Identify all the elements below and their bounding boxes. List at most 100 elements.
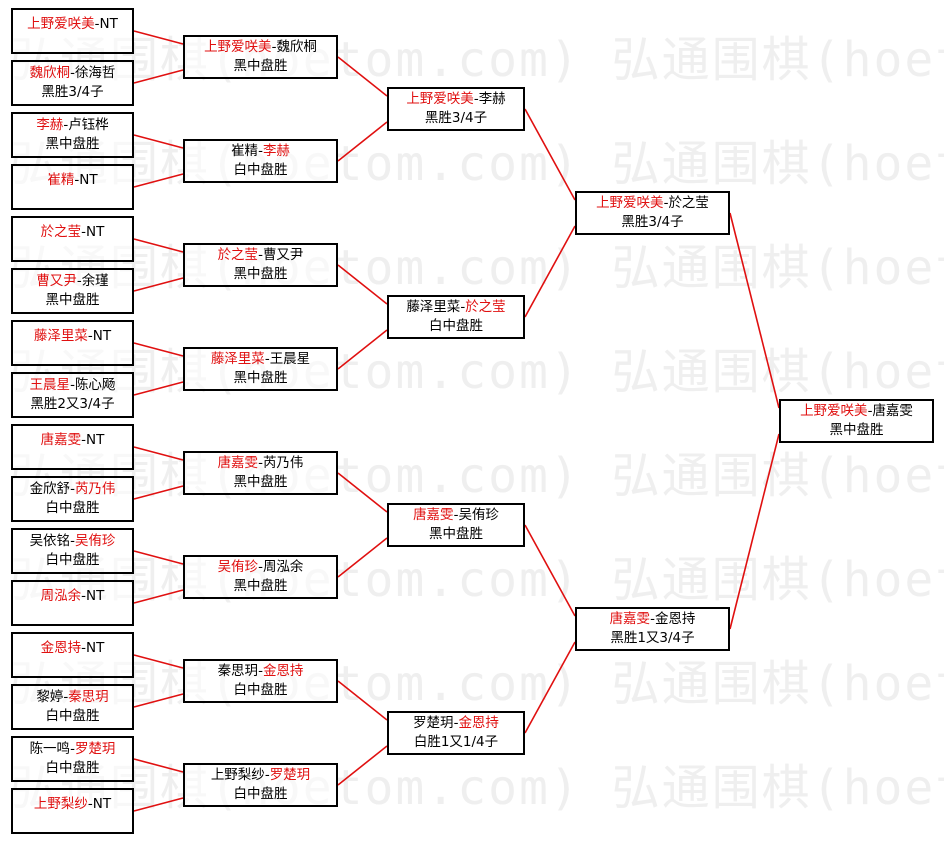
entry-box: 王晨星-陈心飏黑胜2又3/4子 [11,372,134,418]
connector-line [337,56,388,97]
player-name: 上野爱咲美 [596,195,664,211]
player-name: 唐嘉雯 [872,403,913,419]
separator: - [258,663,263,679]
player-name: 秦思玥 [217,663,259,679]
match-players: 吴依铭-吴侑珍 [30,532,116,551]
player-name: NT [86,432,105,448]
player-name: 藤泽里菜 [210,351,265,367]
connector-line [133,173,184,188]
player-name: 罗楚玥 [269,767,311,783]
entry-box: 金恩持-NT [11,632,134,678]
entry-box: 藤泽里菜-NT [11,320,134,366]
player-name: 罗楚玥 [413,715,454,731]
match-players: 魏欣桐-徐海哲 [30,64,116,83]
separator: - [76,273,82,289]
separator: - [650,611,655,627]
connector-line [337,745,388,786]
match-result: 黑中盘胜 [829,422,884,438]
player-name: 上野梨纱 [33,796,88,812]
player-name: 周泓余 [262,559,304,575]
player-name: 於之莹 [40,224,82,240]
player-name: 金恩持 [654,611,696,627]
match-players: 上野梨纱-罗楚玥 [211,766,310,785]
match-players: 王晨星-陈心飏 [30,376,116,395]
match-players: 藤泽里菜-王晨星 [211,350,310,369]
connector-line [133,342,184,357]
connector-line [337,329,388,370]
match-result: 黑中盘胜 [233,370,288,386]
separator: - [63,689,69,705]
match-players: 唐嘉雯-金恩持 [610,610,696,629]
separator: - [63,117,69,133]
match-result: 黑胜1又3/4子 [610,630,695,646]
connector-line [133,134,184,149]
match-box: 於之莹-曹又尹黑中盘胜 [183,243,338,287]
match-box: 上野爱咲美-唐嘉雯黑中盘胜 [779,399,934,443]
player-name: 上野爱咲美 [204,39,272,55]
separator: - [663,195,669,211]
player-name: 曹又尹 [36,273,77,289]
separator: - [264,767,270,783]
connector-line [133,277,184,292]
connector-line [133,238,184,253]
entry-box: 曹又尹-余瑾黑中盘胜 [11,268,134,314]
entry-box: 吴依铭-吴侑珍白中盘胜 [11,528,134,574]
player-name: 吴侑珍 [217,559,259,575]
match-players: 秦思玥-金恩持 [218,662,304,681]
connector-line [337,472,388,513]
player-name: 於之莹 [465,299,506,315]
match-result: 黑中盘胜 [45,136,100,152]
connector-line [337,264,388,305]
separator: - [87,328,93,344]
player-name: 王晨星 [269,351,311,367]
connector-line [524,641,576,734]
player-name: 金恩持 [262,663,304,679]
entry-box: 陈一鸣-罗楚玥白中盘胜 [11,736,134,782]
player-name: 芮乃伟 [74,481,116,497]
player-name: 魏欣桐 [276,39,317,55]
match-result: 白中盘胜 [233,682,288,698]
player-name: NT [86,588,105,604]
separator: - [74,172,80,188]
separator: - [81,432,86,448]
entry-box: 魏欣桐-徐海哲黑胜3/4子 [11,60,134,106]
connector-line [133,797,184,812]
entry-box: 上野梨纱-NT [11,788,134,834]
entry-box: 於之莹-NT [11,216,134,262]
entry-box: 黎婷-秦思玥白中盘胜 [11,684,134,730]
player-name: 吴侑珍 [458,507,499,523]
match-result: 白胜1又1/4子 [413,734,499,750]
match-box: 罗楚玥-金恩持白胜1又1/4子 [387,711,525,755]
match-players: 黎婷-秦思玥 [36,688,108,707]
player-name: 藤泽里菜 [33,328,88,344]
match-players: 上野爱咲美-於之莹 [596,194,709,213]
player-name: 芮乃伟 [262,455,304,471]
match-players: 周泓余-NT [41,587,105,606]
match-players: 金欣舒-芮乃伟 [30,480,116,499]
player-name: 藤泽里菜 [406,299,461,315]
player-name: 曹又尹 [262,247,304,263]
match-result: 黑中盘胜 [45,292,100,308]
connector-line [133,758,184,773]
match-result: 白中盘胜 [45,708,100,724]
match-players: 罗楚玥-金恩持 [413,714,499,733]
match-result: 白中盘胜 [233,786,288,802]
match-players: 唐嘉雯-吴侑珍 [413,506,499,525]
match-players: 曹又尹-余瑾 [36,272,108,291]
match-players: 崔精-NT [47,171,97,190]
separator: - [271,39,277,55]
match-box: 藤泽里菜-王晨星黑中盘胜 [183,347,338,391]
match-box: 藤泽里菜-於之莹白中盘胜 [387,295,525,339]
connector-line [133,381,184,396]
match-result: 黑胜3/4子 [41,84,104,100]
connector-line [133,485,184,500]
connector-line [524,108,576,201]
player-name: 王晨星 [29,377,71,393]
match-result: 白中盘胜 [45,552,100,568]
separator: - [453,715,459,731]
player-name: 唐嘉雯 [413,507,454,523]
player-name: 陈心飏 [74,377,116,393]
match-result: 黑胜2又3/4子 [30,396,115,412]
match-players: 上野梨纱-NT [34,795,111,814]
